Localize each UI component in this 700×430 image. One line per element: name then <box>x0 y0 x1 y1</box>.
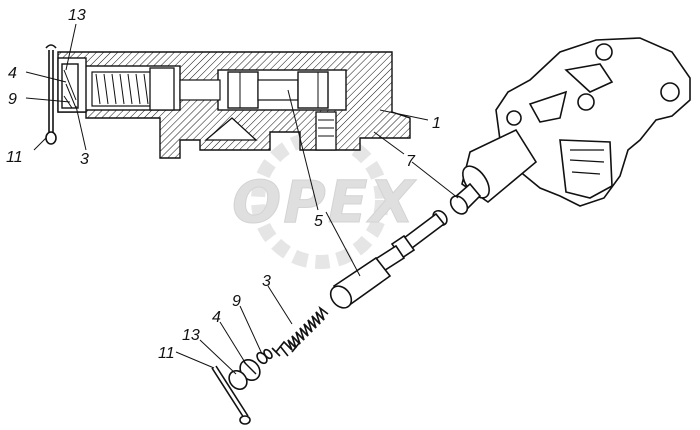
callout-9-bottom: 9 <box>232 293 241 310</box>
channel <box>179 79 221 101</box>
callout-13-top: 13 <box>68 7 86 24</box>
callout-4-top: 4 <box>8 65 17 82</box>
callout-3-top: 3 <box>80 151 89 168</box>
callout-7: 7 <box>406 153 416 170</box>
flange-hole-3 <box>506 110 522 126</box>
flange-slot <box>528 90 568 123</box>
flange-window <box>564 63 614 93</box>
part-13-ring <box>228 369 248 391</box>
watermark: OPEX <box>232 131 417 269</box>
part-3-spring <box>271 305 329 357</box>
flange-hole-1 <box>595 43 613 61</box>
callout-11-bottom: 11 <box>158 345 175 362</box>
callouts: 13 4 9 11 3 1 7 5 3 9 4 13 11 <box>6 7 441 362</box>
watermark-text: OPEX <box>232 168 417 236</box>
vertical-port <box>315 111 337 151</box>
valve-housing-section <box>45 44 411 159</box>
part-7-sleeve <box>449 182 482 215</box>
installed-spring <box>91 67 175 111</box>
part-11-cotter-pin <box>211 365 251 425</box>
callout-9-top: 9 <box>8 91 17 108</box>
flange-hole-4 <box>577 93 595 111</box>
callout-11-top: 11 <box>6 149 23 166</box>
seat-cone <box>204 117 258 141</box>
pump-body <box>461 37 691 207</box>
lower-body <box>559 139 613 199</box>
callout-4-bottom: 4 <box>212 309 221 326</box>
part-5-plunger <box>329 212 446 309</box>
callout-13-bottom: 13 <box>182 327 200 344</box>
installed-plunger <box>227 71 329 109</box>
part-9-washer-b <box>263 348 273 360</box>
cotter-pin <box>45 44 57 145</box>
callout-3-bottom: 3 <box>262 273 271 290</box>
callout-5: 5 <box>314 213 323 230</box>
exploded-parts <box>211 182 482 425</box>
callout-1: 1 <box>432 115 441 132</box>
leader-lines <box>25 23 459 375</box>
flange-hole-2 <box>660 82 680 102</box>
